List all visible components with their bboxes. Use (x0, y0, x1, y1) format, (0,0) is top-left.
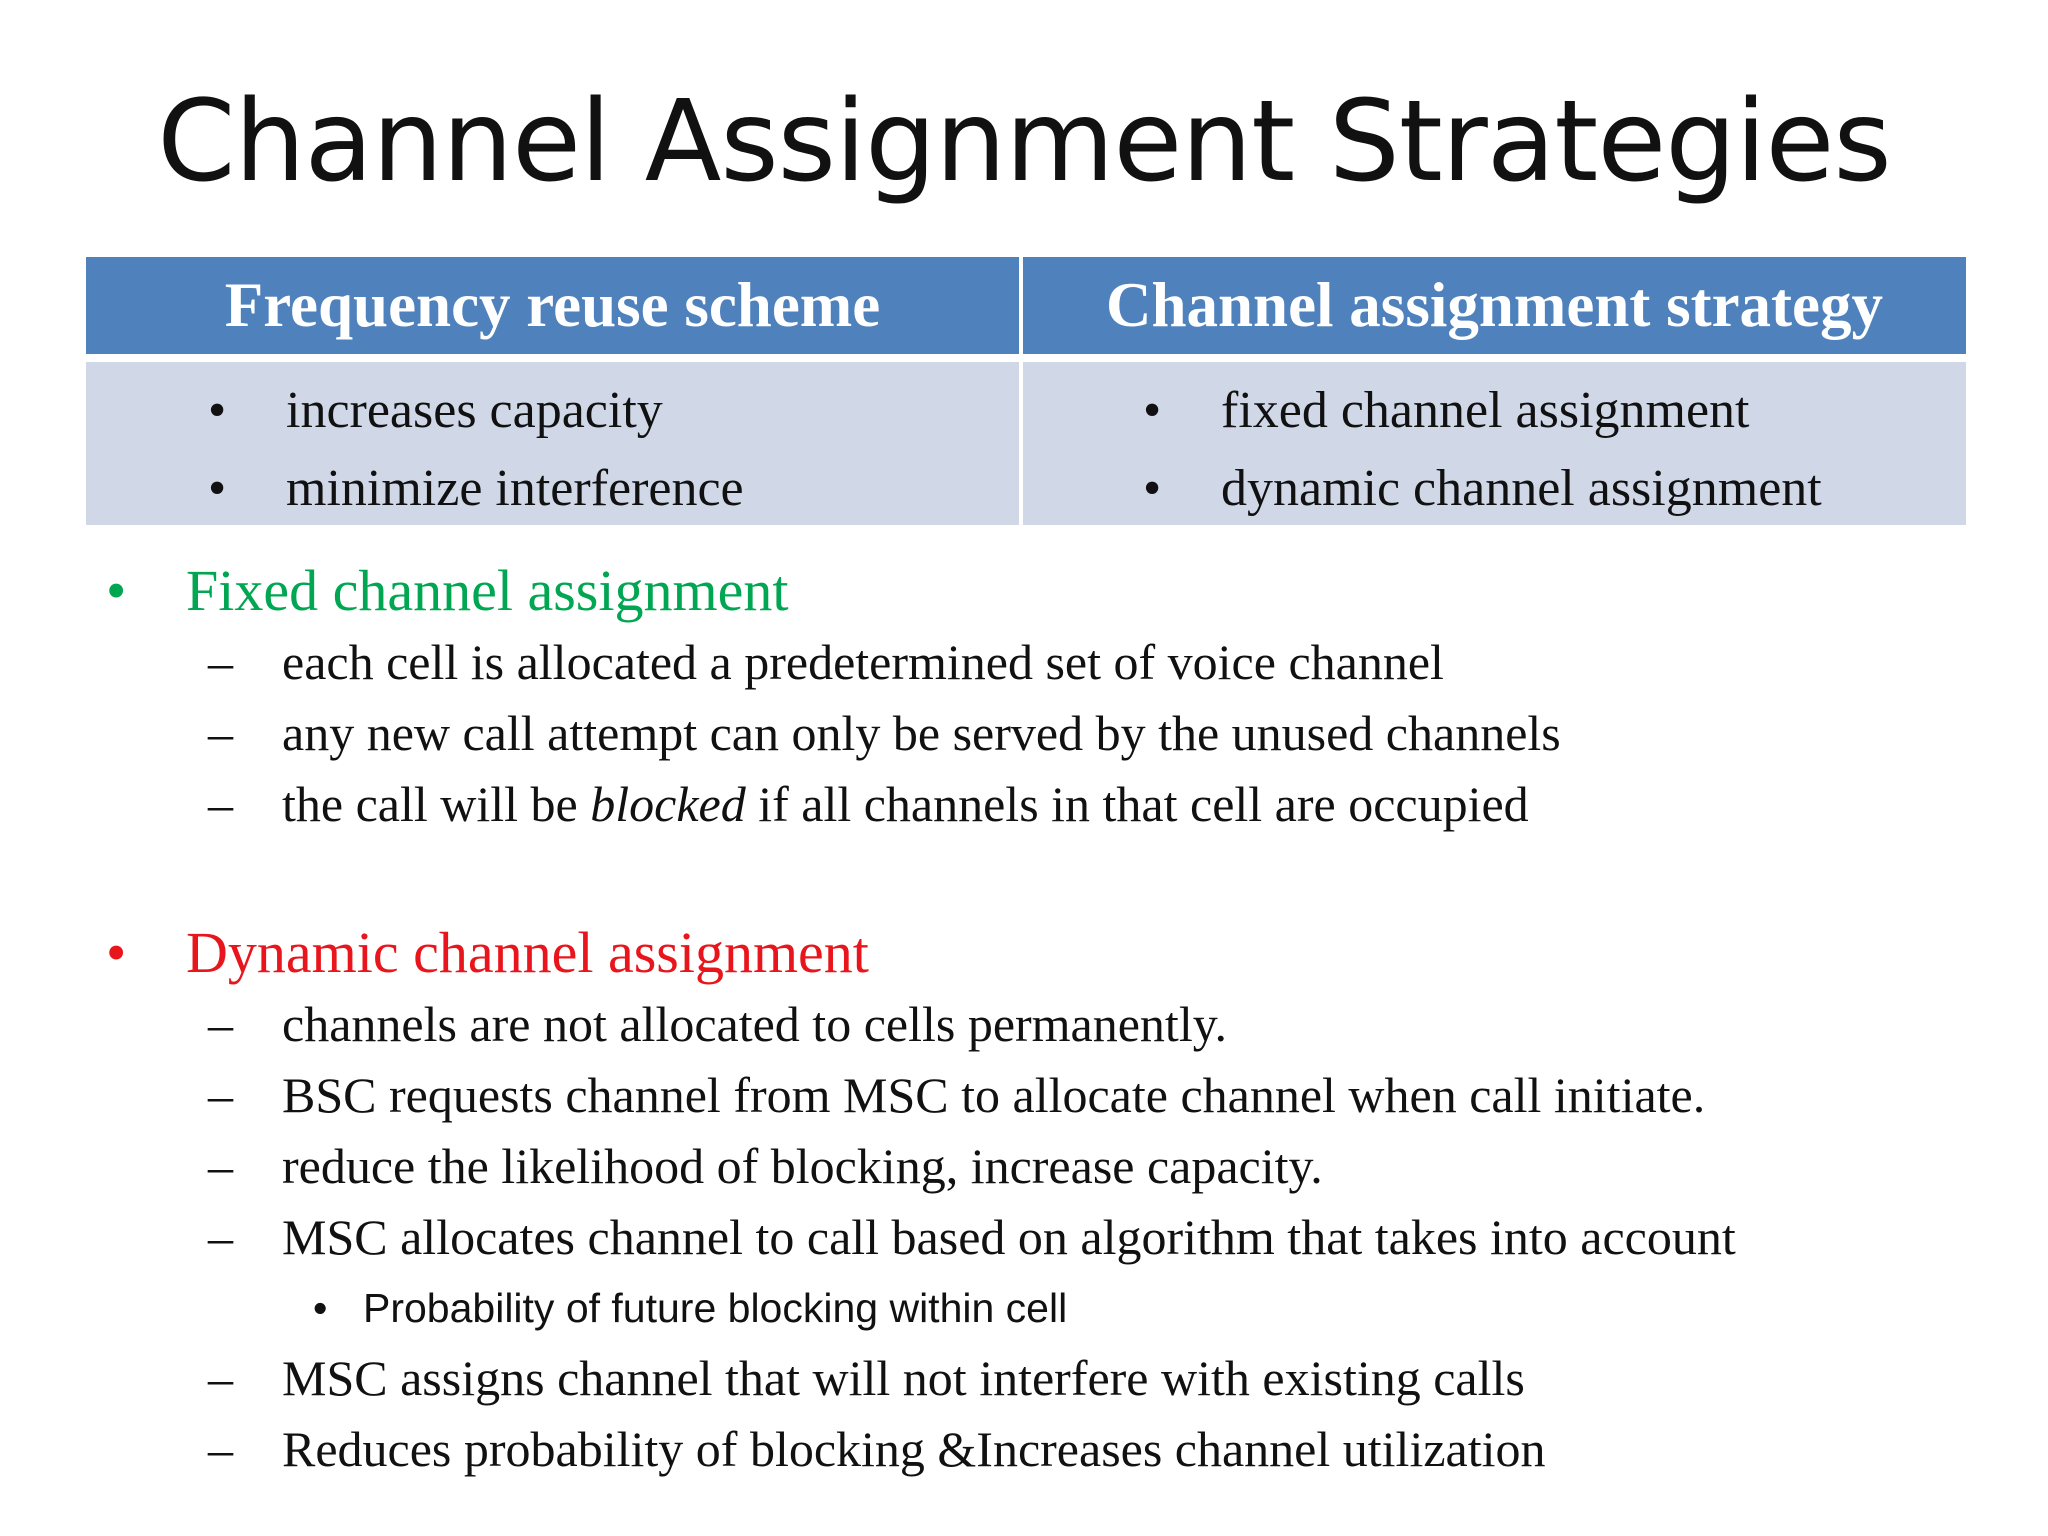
item-text: BSC requests channel from MSC to allocat… (282, 1067, 1706, 1123)
table-header-frequency-reuse: Frequency reuse scheme (86, 257, 1023, 354)
fixed-assignment-heading: • Fixed channel assignment (106, 555, 2006, 627)
list-item: • minimize interference (208, 450, 1019, 528)
sub-item-text: Probability of future blocking within ce… (363, 1285, 1068, 1331)
list-item: – channels are not allocated to cells pe… (106, 989, 2006, 1060)
fixed-assignment-section: • Fixed channel assignment – each cell i… (106, 555, 2006, 840)
list-item: – any new call attempt can only be serve… (106, 698, 2006, 769)
dash-icon: – (208, 634, 233, 690)
cell-item-text: fixed channel assignment (1221, 382, 1750, 439)
dynamic-assignment-section: • Dynamic channel assignment – channels … (106, 917, 2006, 1485)
heading-text: Fixed channel assignment (186, 558, 789, 623)
list-item: – BSC requests channel from MSC to alloc… (106, 1060, 2006, 1131)
bullet-icon: • (1143, 460, 1162, 517)
item-text: any new call attempt can only be served … (282, 705, 1561, 761)
dash-icon: – (208, 1209, 233, 1265)
item-text: the call will be blocked if all channels… (282, 769, 1529, 840)
table-cell-frequency-reuse: • increases capacity • minimize interfer… (86, 362, 1023, 525)
item-text: channels are not allocated to cells perm… (282, 996, 1227, 1052)
list-item: – the call will be blocked if all channe… (106, 769, 2006, 840)
table-cell-channel-assignment: • fixed channel assignment • dynamic cha… (1023, 362, 1966, 525)
cell-item-text: increases capacity (286, 382, 663, 439)
cell-item-text: dynamic channel assignment (1221, 460, 1822, 517)
heading-text: Dynamic channel assignment (186, 920, 869, 985)
list-item: – reduce the likelihood of blocking, inc… (106, 1131, 2006, 1202)
list-item: • increases capacity (208, 372, 1019, 450)
dash-icon: – (208, 776, 233, 832)
bullet-icon: • (106, 920, 127, 985)
bullet-icon: • (1143, 382, 1162, 439)
item-text: reduce the likelihood of blocking, incre… (282, 1138, 1323, 1194)
list-item: – Reduces probability of blocking &Incre… (106, 1414, 2006, 1485)
list-item: • dynamic channel assignment (1143, 450, 1966, 528)
cell-item-text: minimize interference (286, 460, 744, 517)
list-item: – MSC allocates channel to call based on… (106, 1202, 2006, 1273)
dash-icon: – (208, 1138, 233, 1194)
item-text-after: if all channels in that cell are occupie… (745, 776, 1529, 832)
item-text: MSC allocates channel to call based on a… (282, 1209, 1736, 1265)
item-text-before: the call will be (282, 776, 591, 832)
bullet-icon: • (208, 460, 227, 517)
dash-icon: – (208, 1350, 233, 1406)
item-text: each cell is allocated a predetermined s… (282, 634, 1444, 690)
sub-list-item: • Probability of future blocking within … (106, 1273, 2006, 1343)
bullet-icon: • (106, 558, 127, 623)
list-item: • fixed channel assignment (1143, 372, 1966, 450)
item-text: MSC assigns channel that will not interf… (282, 1350, 1525, 1406)
dash-icon: – (208, 705, 233, 761)
bullet-icon: • (208, 382, 227, 439)
dash-icon: – (208, 1067, 233, 1123)
list-item: – MSC assigns channel that will not inte… (106, 1343, 2006, 1414)
dynamic-assignment-heading: • Dynamic channel assignment (106, 917, 2006, 989)
item-text: Reduces probability of blocking &Increas… (282, 1421, 1546, 1477)
dash-icon: – (208, 1421, 233, 1477)
summary-table: Frequency reuse scheme Channel assignmen… (86, 257, 1966, 525)
blocked-emphasis: blocked (590, 776, 746, 832)
bullet-icon: • (313, 1285, 328, 1331)
list-item: – each cell is allocated a predetermined… (106, 627, 2006, 698)
dash-icon: – (208, 996, 233, 1052)
slide-title: Channel Assignment Strategies (157, 77, 1891, 207)
table-header-channel-assignment: Channel assignment strategy (1023, 257, 1966, 354)
